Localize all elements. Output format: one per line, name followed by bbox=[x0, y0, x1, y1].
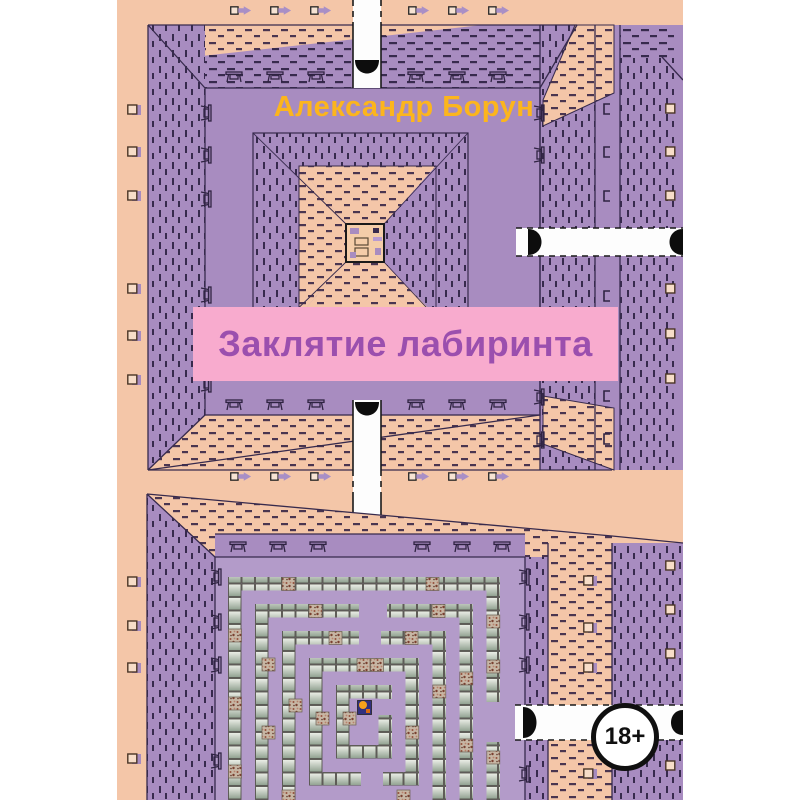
block-maze bbox=[228, 577, 501, 800]
door-arch-icon bbox=[671, 710, 683, 735]
corridors-top-panel bbox=[352, 0, 683, 557]
center-chamber bbox=[345, 223, 385, 263]
book-cover: Александр Борун Заклятие лабиринта 18+ bbox=[117, 0, 683, 800]
door-arch-icon bbox=[355, 60, 379, 74]
door-arch-icon bbox=[669, 229, 683, 255]
age-rating-text: 18+ bbox=[604, 723, 646, 750]
book-title: Заклятие лабиринта bbox=[218, 323, 593, 364]
wall-lamp-icon bbox=[127, 104, 142, 765]
author-name: Александр Борун bbox=[273, 91, 535, 123]
door-arch-icon bbox=[523, 707, 537, 738]
door-arch-icon bbox=[355, 402, 379, 416]
title-banner: Заклятие лабиринта bbox=[193, 307, 618, 381]
door-arch-icon bbox=[528, 229, 542, 255]
maze-center-tile bbox=[357, 700, 372, 715]
age-rating-badge: 18+ bbox=[591, 703, 659, 771]
